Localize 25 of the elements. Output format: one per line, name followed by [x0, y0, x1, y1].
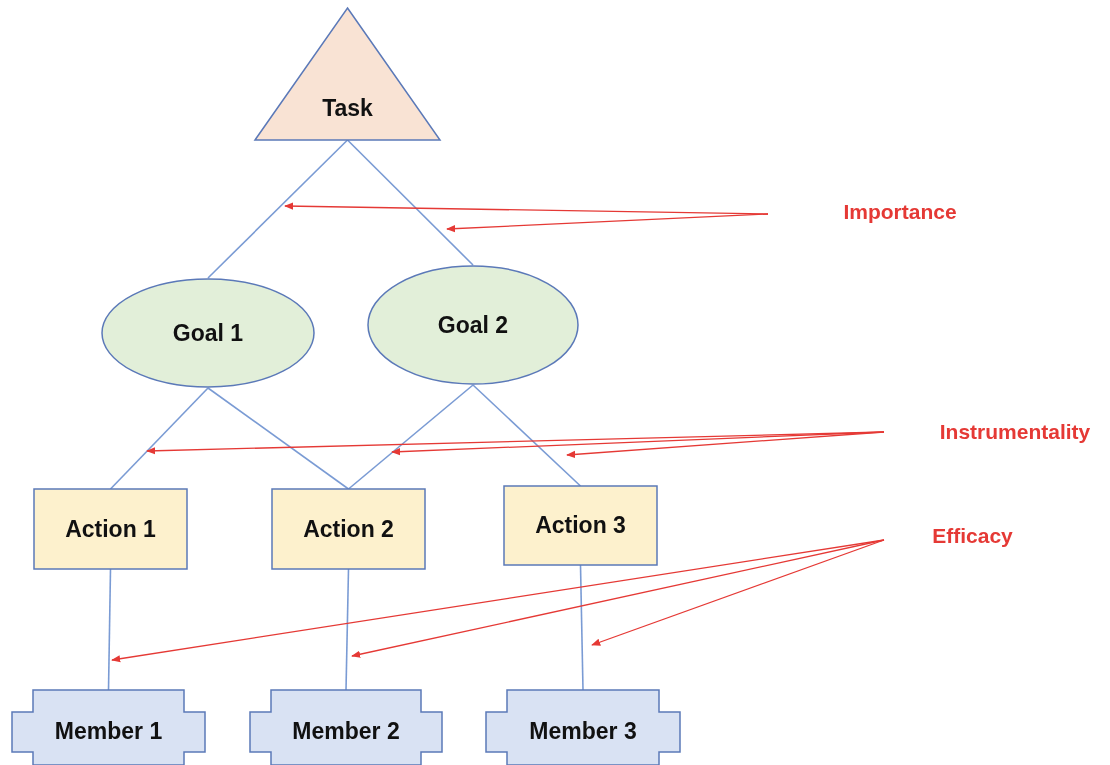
- connector-line: [207, 139, 349, 279]
- connector-line: [346, 139, 474, 266]
- connector-line: [345, 568, 350, 691]
- connector-line: [109, 387, 209, 490]
- leader-arrow: [566, 431, 885, 459]
- node-label: Goal 1: [172, 319, 244, 347]
- node-label: Member 3: [529, 718, 637, 745]
- annotation-label: Efficacy: [932, 524, 1013, 548]
- connector-line: [107, 568, 112, 691]
- node-label: Action 1: [65, 515, 156, 543]
- leader-arrow: [446, 213, 769, 233]
- connector-line: [347, 384, 474, 490]
- connector-line: [579, 564, 584, 691]
- node-label: Member 2: [292, 718, 400, 745]
- leader-arrow: [391, 431, 885, 456]
- node-label: Task: [322, 94, 373, 122]
- node-label: Goal 2: [437, 311, 509, 339]
- node-label: Member 1: [54, 718, 163, 745]
- node-label: Action 2: [303, 515, 394, 543]
- annotation-label: Instrumentality: [939, 420, 1091, 444]
- connector-line: [207, 387, 350, 490]
- connector-line: [472, 384, 582, 487]
- node-label: Action 3: [535, 512, 626, 539]
- leader-arrow: [591, 539, 885, 646]
- annotation-label: Importance: [843, 200, 957, 224]
